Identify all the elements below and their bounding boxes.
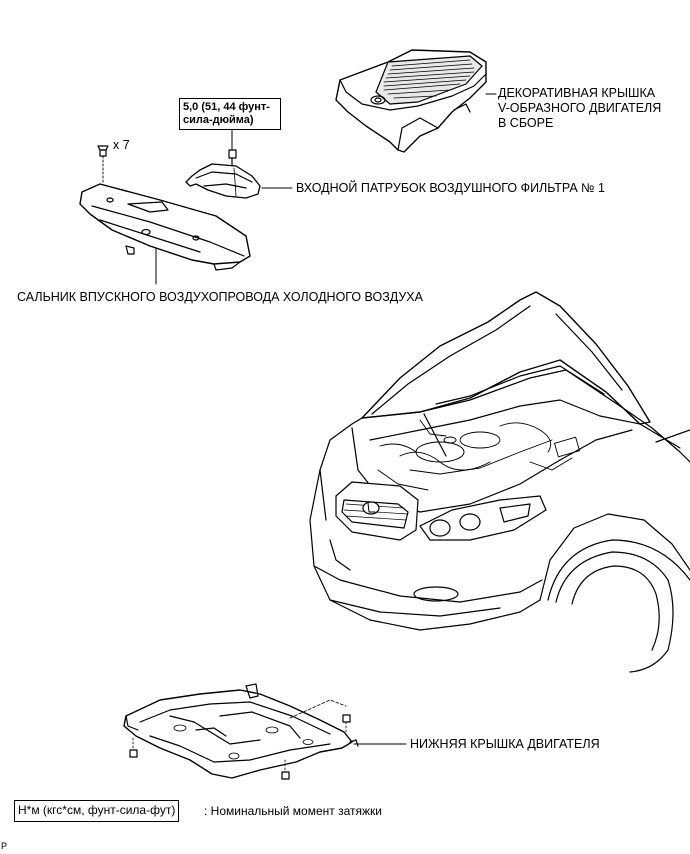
engine-cover-label: ДЕКОРАТИВНАЯ КРЫШКА V-ОБРАЗНОГО ДВИГАТЕЛ… (498, 86, 661, 131)
torque-spec-box: 5,0 (51, 44 фунт- сила-дюйма) (179, 98, 281, 130)
engine-cover-label-line: ДЕКОРАТИВНАЯ КРЫШКА (498, 86, 656, 100)
engine-cover-drawing (335, 49, 497, 153)
clip-drawing (97, 145, 109, 185)
air-inlet-label: ВХОДНОЙ ПАТРУБОК ВОЗДУШНОГО ФИЛЬТРА № 1 (296, 181, 605, 195)
engine-under-cover-label: НИЖНЯЯ КРЫШКА ДВИГАТЕЛЯ (410, 737, 600, 751)
engine-cover-label-line: В СБОРЕ (498, 116, 554, 130)
engine-cover-label-line: V-ОБРАЗНОГО ДВИГАТЕЛЯ (498, 101, 662, 115)
engine-under-cover-drawing (123, 683, 407, 780)
torque-legend-description: : Номинальный момент затяжки (204, 804, 382, 818)
clip-count-label: x 7 (113, 138, 130, 152)
cool-air-seal-drawing (79, 183, 251, 285)
torque-unit-legend-box: Н*м (кгс*см, фунт-сила-фут) (14, 800, 180, 822)
cool-air-seal-label: САЛЬНИК ВПУСКНОГО ВОЗДУХОПРОВОДА ХОЛОДНО… (17, 290, 423, 304)
torque-spec-line: сила-дюйма) (183, 114, 254, 126)
torque-spec-line: 5,0 (51, 44 фунт- (183, 101, 270, 113)
corner-code: P (1, 841, 8, 851)
air-inlet-drawing (185, 129, 293, 199)
vehicle-drawing (309, 291, 690, 673)
